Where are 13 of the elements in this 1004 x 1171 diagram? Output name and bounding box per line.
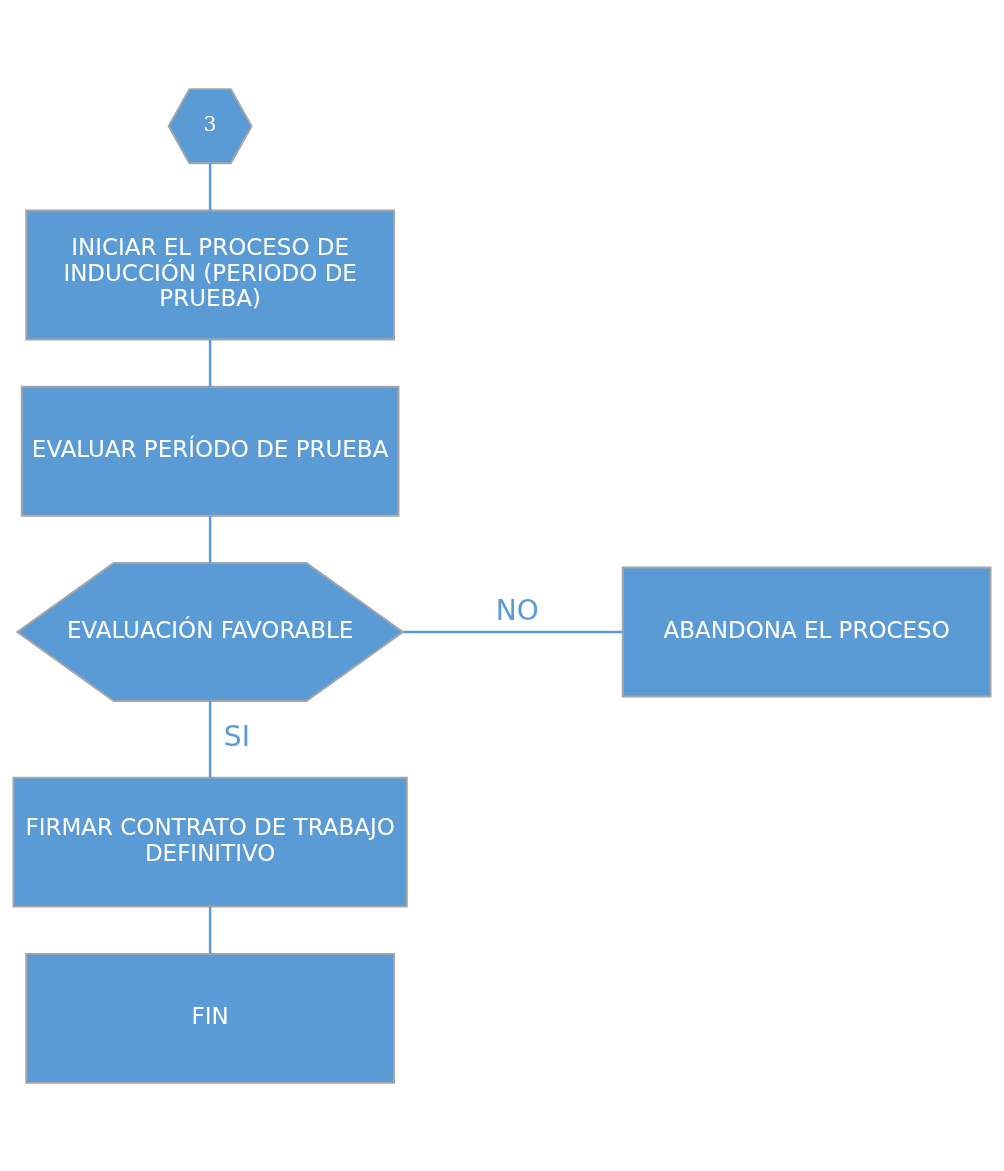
node-box: EVALUAR PERÍODO DE PRUEBA <box>20 385 400 517</box>
connector <box>208 162 212 210</box>
connector <box>208 700 212 777</box>
connector <box>208 515 212 563</box>
node-box: FIRMAR CONTRATO DE TRABAJO DEFINITIVO <box>12 776 408 908</box>
node-box: INICIAR EL PROCESO DE INDUCCIÓN (PERIODO DE PRUEBA) <box>25 209 395 340</box>
node-box: ABANDONA EL PROCESO <box>621 566 992 697</box>
connector <box>208 906 212 953</box>
edge-label: NO <box>495 593 539 627</box>
edge-label: SI <box>223 719 251 753</box>
connector <box>208 339 212 386</box>
connector <box>403 630 623 633</box>
node-box: FIN <box>25 952 395 1084</box>
